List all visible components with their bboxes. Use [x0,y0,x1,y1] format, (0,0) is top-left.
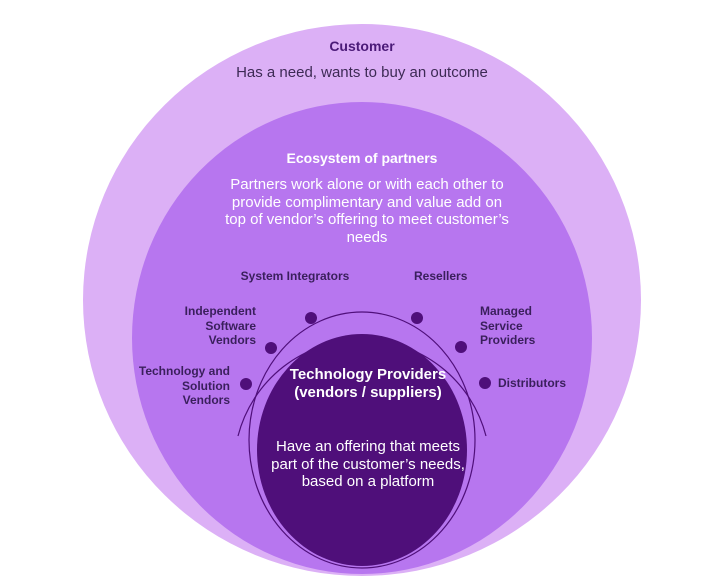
partner-label-independent-software-vendors: Independent Software Vendors [184,304,256,348]
providers-circle [257,334,467,566]
ecosystem-title: Ecosystem of partners [286,150,438,166]
partner-dot [479,377,491,389]
customer-title: Customer [329,38,395,54]
partner-dot [265,342,277,354]
partner-label-resellers: Resellers [414,269,468,283]
partner-label-technology-solution-vendors: Technology and Solution Vendors [138,364,230,408]
partner-dot [305,312,317,324]
partner-label-managed-service-providers: Managed Service Providers [480,304,536,348]
partner-dot [455,341,467,353]
customer-description: Has a need, wants to buy an outcome [236,64,488,81]
providers-title: Technology Providers (vendors / supplier… [289,366,447,401]
partner-dot [411,312,423,324]
provider-outline-ring [248,311,476,569]
providers-description: Have an offering that meets part of the … [271,438,465,491]
partner-label-distributors: Distributors [498,376,567,390]
partner-label-system-integrators: System Integrators [240,269,350,283]
ecosystem-description: Partners work alone or with each other t… [225,176,509,247]
partner-dot [240,378,252,390]
